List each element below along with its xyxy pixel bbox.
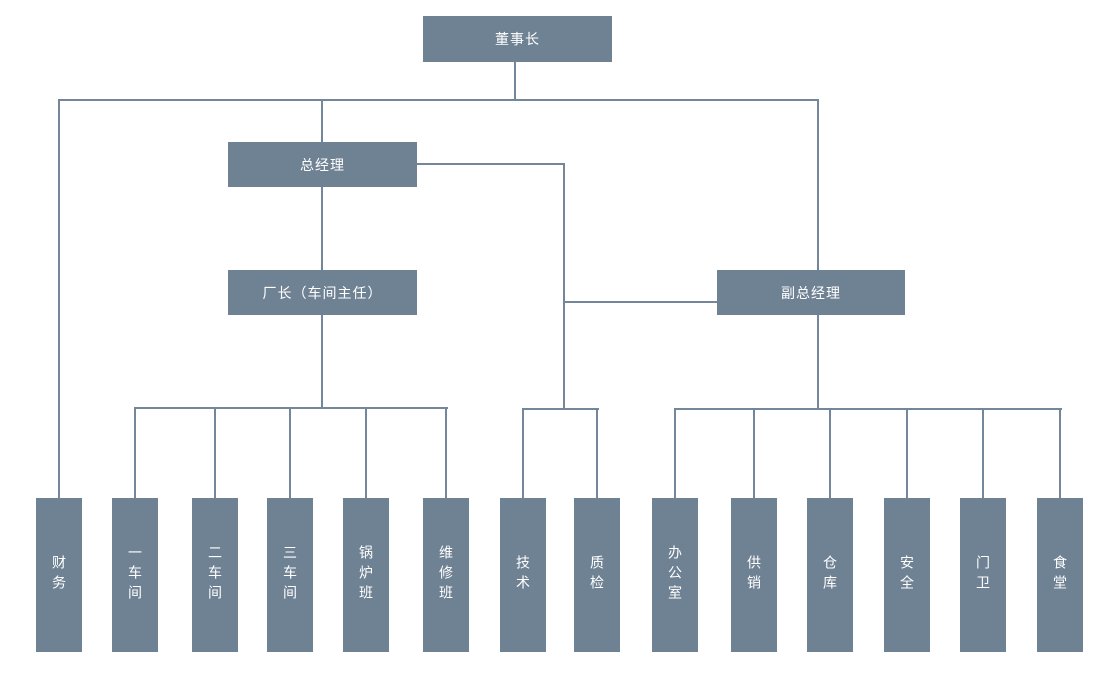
node-chairman: 董事长 [423, 16, 612, 62]
node-safety-label: 安全 [899, 555, 915, 595]
node-canteen-label: 食堂 [1052, 555, 1068, 595]
node-boiler-team: 锅炉班 [343, 498, 389, 652]
node-maintenance-team-label: 维修班 [438, 545, 454, 605]
node-office-label: 办公室 [667, 545, 683, 605]
node-workshop-2: 二车间 [192, 498, 238, 652]
node-workshop-3: 三车间 [267, 498, 313, 652]
node-supply-sales: 供销 [731, 498, 777, 652]
node-gate-guard-label: 门卫 [975, 555, 991, 595]
node-maintenance-team: 维修班 [423, 498, 469, 652]
node-technology: 技术 [500, 498, 546, 652]
connector-canteen-drop [1059, 408, 1061, 498]
connector-gm-to-deputy [563, 301, 717, 303]
connector-deputy-distribution [674, 408, 1062, 410]
node-warehouse: 仓库 [807, 498, 853, 652]
connector-deputy-down [817, 315, 819, 409]
node-workshop-3-label: 三车间 [282, 545, 298, 605]
node-warehouse-label: 仓库 [822, 555, 838, 595]
node-deputy-general-manager: 副总经理 [717, 270, 905, 315]
connector-office-drop [674, 408, 676, 498]
node-general-manager-label: 总经理 [300, 156, 345, 173]
node-workshop-1: 一车间 [112, 498, 158, 652]
node-chairman-label: 董事长 [495, 31, 540, 47]
node-deputy-general-manager-label: 副总经理 [781, 284, 841, 301]
connector-safety-drop [906, 408, 908, 498]
connector-workshop2-drop [214, 407, 216, 498]
node-office: 办公室 [652, 498, 698, 652]
connector-tech-qc-distribution [522, 408, 599, 410]
node-supply-sales-label: 供销 [746, 555, 762, 595]
node-canteen: 食堂 [1037, 498, 1083, 652]
connector-chairman-down [514, 62, 516, 100]
node-technology-label: 技术 [515, 555, 531, 595]
node-finance-label: 财务 [51, 555, 67, 595]
node-gate-guard: 门卫 [960, 498, 1006, 652]
connector-qc-drop [596, 408, 598, 498]
connector-gm-right [417, 163, 565, 165]
connector-top-distribution [58, 99, 819, 101]
connector-workshop1-drop [134, 407, 136, 498]
node-factory-director: 厂长（车间主任） [228, 270, 417, 315]
connector-gm-branch-vertical [563, 163, 565, 409]
node-safety: 安全 [884, 498, 930, 652]
connector-maintenance-drop [445, 407, 447, 498]
connector-gate-drop [982, 408, 984, 498]
node-workshop-1-label: 一车间 [127, 545, 143, 605]
connector-tech-drop [522, 408, 524, 498]
connector-warehouse-drop [829, 408, 831, 498]
node-factory-director-label: 厂长（车间主任） [262, 284, 383, 301]
connector-deputy-gm-drop [817, 99, 819, 270]
node-finance: 财务 [36, 498, 82, 652]
node-quality-inspection-label: 质检 [589, 555, 605, 595]
connector-gm-drop [321, 99, 323, 142]
node-workshop-2-label: 二车间 [207, 545, 223, 605]
node-general-manager: 总经理 [228, 142, 417, 187]
connector-supply-drop [753, 408, 755, 498]
connector-finance-drop [58, 99, 60, 498]
connector-boiler-drop [365, 407, 367, 498]
node-quality-inspection: 质检 [574, 498, 620, 652]
connector-workshop3-drop [289, 407, 291, 498]
connector-factory-down [321, 315, 323, 409]
connector-factory-distribution [134, 407, 448, 409]
connector-gm-to-factory [321, 187, 323, 270]
node-boiler-team-label: 锅炉班 [358, 545, 374, 605]
